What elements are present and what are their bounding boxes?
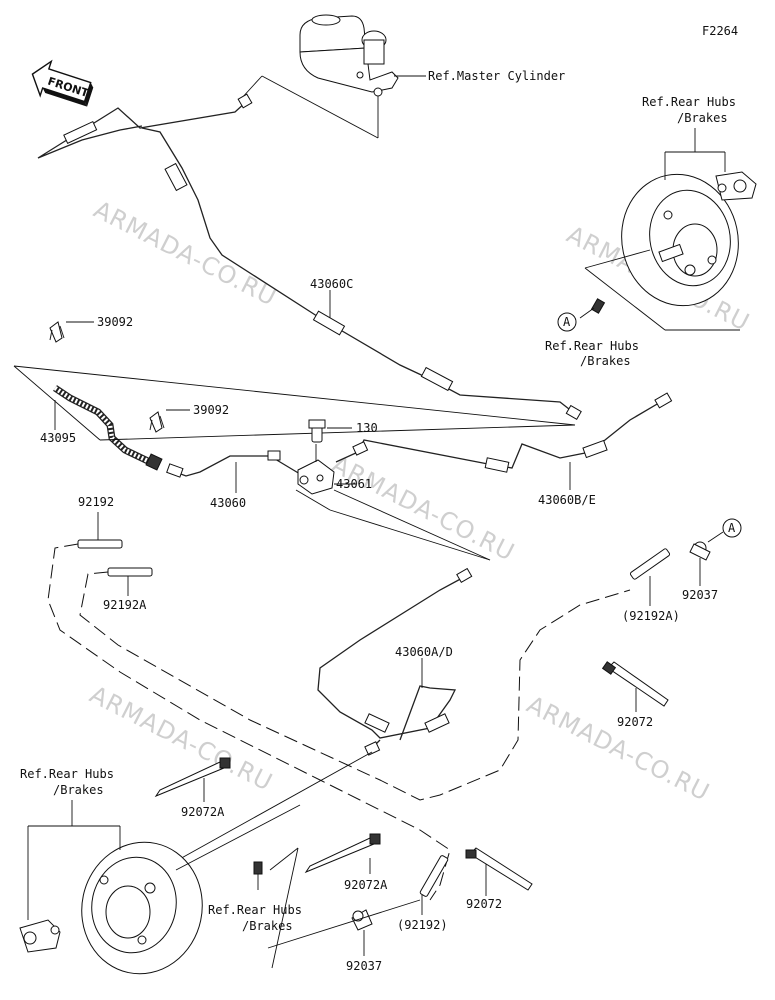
brake-hose-43095: 39092 39092 43095 xyxy=(13,315,576,471)
part-130-label: 130 xyxy=(356,421,378,435)
rear-hubs-left-label-1: Ref.Rear Hubs xyxy=(20,767,114,781)
rear-hubs-upper-label-1: Ref.Rear Hubs xyxy=(642,95,736,109)
rear-hubs-mid-label-1: Ref.Rear Hubs xyxy=(545,339,639,353)
watermark-4: ARMADA-CO.RU xyxy=(85,680,277,796)
brake-line-43060BE: 43060B/E xyxy=(335,392,673,507)
part-92072-a-label: 92072 xyxy=(617,715,653,729)
part-92037-b-label: 92037 xyxy=(346,959,382,973)
clip-group-left: 92192 92192A xyxy=(47,495,631,901)
brake-joint-43061: 130 43061 xyxy=(295,419,491,561)
rear-hubs-upper-label-2: /Brakes xyxy=(677,111,728,125)
clip-group-bottom: 92072A 92072A 92072 (92192) 92037 xyxy=(154,757,533,973)
part-39092-a-label: 39092 xyxy=(97,315,133,329)
front-arrow-icon: FRONT xyxy=(31,59,94,107)
callout-a-lower xyxy=(722,518,742,538)
part-92072A-a-label: 92072A xyxy=(181,805,225,819)
part-92192-label: 92192 xyxy=(78,495,114,509)
brake-line-43060AD: 43060A/D xyxy=(159,567,473,871)
part-92037-a-label: 92037 xyxy=(682,588,718,602)
rear-hubs-mid-label-2: /Brakes xyxy=(580,354,631,368)
part-92192-ref-label: (92192) xyxy=(397,918,448,932)
watermark-5: ARMADA-CO.RU xyxy=(522,690,714,806)
part-92192A-label: 92192A xyxy=(103,598,147,612)
rear-hubs-left-label-2: /Brakes xyxy=(53,783,104,797)
part-92192A-ref-label: (92192A) xyxy=(622,609,680,623)
part-92072-b-label: 92072 xyxy=(466,897,502,911)
master-cylinder: Ref.Master Cylinder xyxy=(239,14,565,139)
rear-brake-assembly-lower: Ref.Rear Hubs /Brakes xyxy=(19,767,301,975)
part-43060AD-label: 43060A/D xyxy=(395,645,453,659)
part-43060BE-label: 43060B/E xyxy=(538,493,596,507)
rear-brake-assembly-upper: Ref.Rear Hubs /Brakes xyxy=(584,95,757,331)
part-43060C-label: 43060C xyxy=(310,277,353,291)
watermark-1: ARMADA-CO.RU xyxy=(89,195,281,311)
part-92072A-b-label: 92072A xyxy=(344,878,388,892)
callout-a-upper xyxy=(557,312,577,332)
brake-line-43060: 43060 xyxy=(166,450,301,510)
bleeder-fitting-upper: A Ref.Rear Hubs /Brakes xyxy=(545,298,639,368)
master-cylinder-label: Ref.Master Cylinder xyxy=(428,69,565,83)
diagram-id: F2264 xyxy=(702,24,738,38)
callout-a-lower-label: A xyxy=(728,521,736,535)
rear-hubs-bottom-label-1: Ref.Rear Hubs xyxy=(208,903,302,917)
part-39092-b-label: 39092 xyxy=(193,403,229,417)
part-43060-label: 43060 xyxy=(210,496,246,510)
part-43095-label: 43095 xyxy=(40,431,76,445)
clip-group-right: A 92037 (92192A) 92072 xyxy=(601,518,742,729)
part-43061-label: 43061 xyxy=(336,477,372,491)
rear-hubs-bottom-label-2: /Brakes xyxy=(242,919,293,933)
brake-line-43060C: 43060C xyxy=(37,93,582,421)
callout-a-upper-label: A xyxy=(563,315,571,329)
bleeder-fitting-lower: Ref.Rear Hubs /Brakes xyxy=(208,847,302,969)
